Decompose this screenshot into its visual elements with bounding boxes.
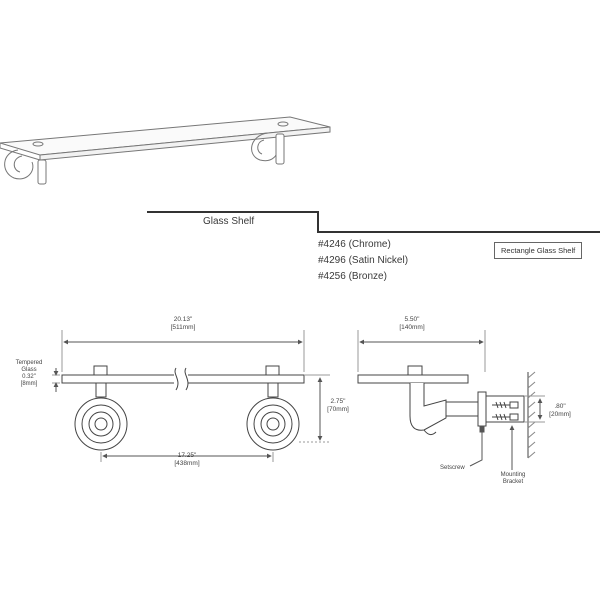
product-title: Glass Shelf <box>203 216 255 227</box>
bracket-spacing-inches: 17.25" <box>177 452 197 459</box>
mounting-label-line1: Mounting <box>500 472 526 478</box>
glass-label-line2: Glass <box>21 367 37 373</box>
glass-thickness-label: Tempered Glass 0.32" [8mm] <box>8 360 50 388</box>
bracket-spacing-mm: [438mm] <box>174 460 200 467</box>
wall-section <box>527 371 536 459</box>
bracket-dim-label: .80" [20mm] <box>542 403 578 419</box>
bracket-dim-inches: .80" <box>554 403 566 410</box>
isometric-glass-edge <box>39 126 331 161</box>
depth-mm: [140mm] <box>399 324 425 331</box>
glass-label-line1: Tempered <box>15 360 43 366</box>
isometric-left-bracket <box>4 149 47 185</box>
bracket-spacing-label: 17.25" [438mm] <box>167 452 207 468</box>
setscrew-label: Setscrew <box>440 465 465 471</box>
depth-label: 5.50" [140mm] <box>392 316 432 332</box>
isometric-shelf <box>0 116 331 185</box>
break-symbol <box>174 367 189 391</box>
glass-thickness-mm: [8mm] <box>20 381 38 387</box>
setscrew-leader <box>469 430 483 467</box>
front-left-bracket <box>74 365 128 451</box>
model-chrome: #4246 (Chrome) <box>318 239 391 250</box>
depth-inches: 5.50" <box>404 316 420 323</box>
side-view-drawing <box>357 330 545 470</box>
front-right-bracket <box>246 365 300 451</box>
glass-thickness-inches: 0.32" <box>22 374 36 380</box>
model-satin-nickel: #4296 (Satin Nickel) <box>318 255 409 266</box>
bracket-height-inches: 2.75" <box>330 398 346 405</box>
side-glass-panel <box>357 374 469 384</box>
model-bronze: #4256 (Bronze) <box>318 271 387 282</box>
title-divider <box>147 211 600 233</box>
front-view-drawing <box>52 330 330 462</box>
bracket-height-mm: [70mm] <box>327 406 349 413</box>
mounting-label-line2: Bracket <box>502 479 524 485</box>
side-bracket-body <box>407 365 525 436</box>
bracket-dim-mm: [20mm] <box>549 411 571 418</box>
overall-width-label: 20.13" [511mm] <box>163 316 203 332</box>
product-type-box: Rectangle Glass Shelf <box>494 242 583 259</box>
overall-width-mm: [511mm] <box>170 324 196 331</box>
mounting-bracket-label: Mounting Bracket <box>496 472 530 486</box>
isometric-right-bracket <box>251 132 285 165</box>
overall-width-inches: 20.13" <box>173 316 193 323</box>
bracket-height-label: 2.75" [70mm] <box>322 398 354 414</box>
